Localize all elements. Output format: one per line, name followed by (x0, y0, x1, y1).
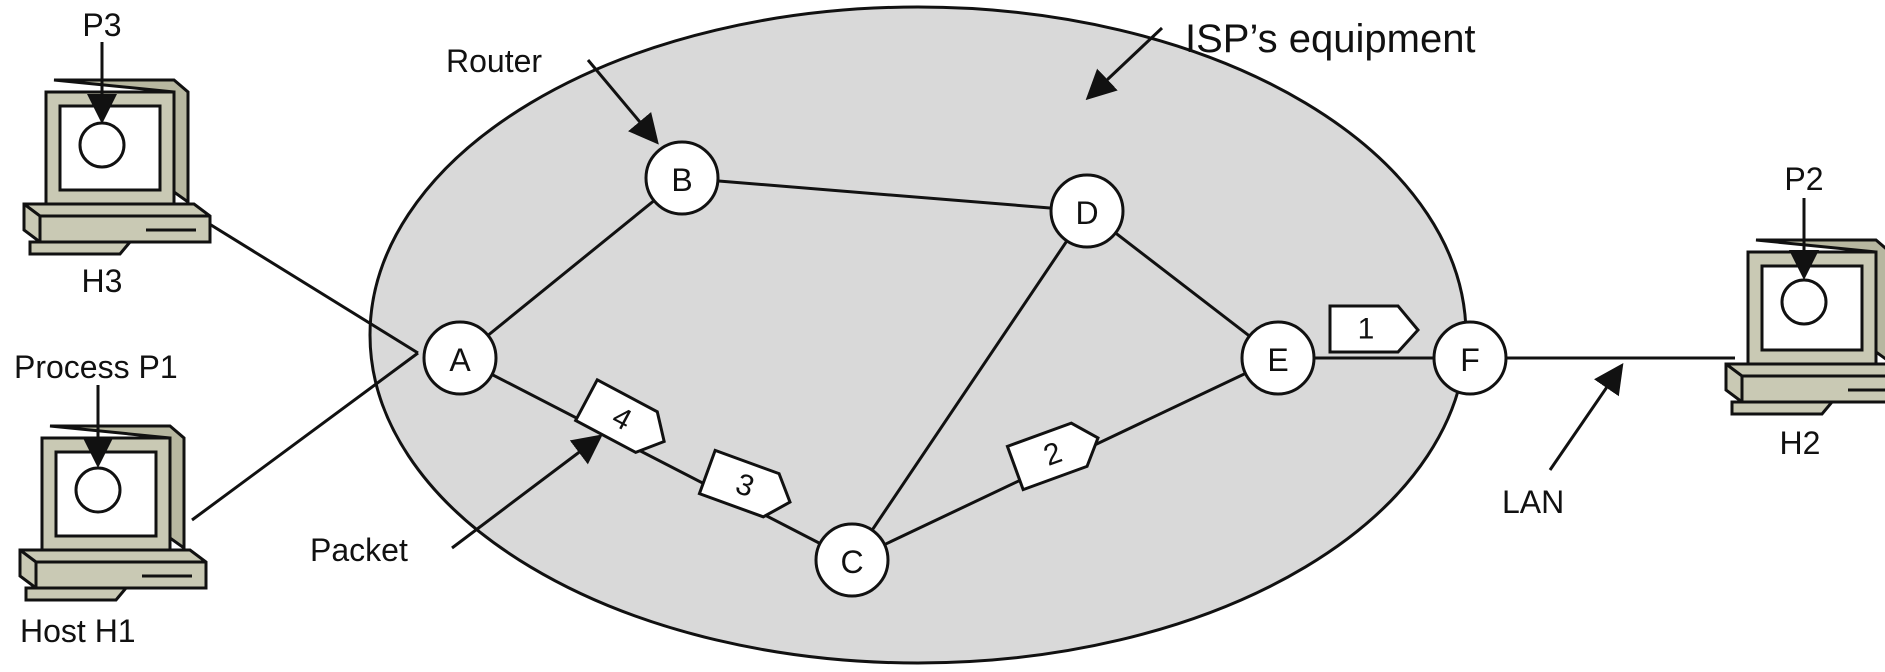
lan-callout-arrow (1548, 363, 1624, 471)
packet-label: Packet (310, 532, 408, 568)
lan-label: LAN (1502, 484, 1564, 520)
process-p2-label: P2 (1784, 161, 1823, 197)
link-h1-a (191, 351, 419, 522)
node-label-b: B (671, 162, 692, 198)
router-node-a[interactable]: A (422, 320, 498, 396)
link-d-e (1086, 209, 1279, 360)
node-label-f: F (1460, 342, 1480, 378)
node-label-c: C (840, 544, 863, 580)
host-h2[interactable]: P2 H2 (1724, 161, 1885, 461)
host-h1-label: Host H1 (20, 613, 136, 649)
router-node-b[interactable]: B (644, 140, 720, 216)
isp-equipment-label: ISP’s equipment (1185, 17, 1476, 61)
host-h1[interactable]: Process P1 Host H1 (14, 349, 208, 649)
process-p1-icon (74, 466, 122, 514)
link-c-d (850, 210, 1089, 561)
host-h2-label: H2 (1780, 425, 1821, 461)
packet-3[interactable]: 3 (697, 448, 797, 523)
router-node-c[interactable]: C (814, 522, 890, 598)
packet-label-1: 1 (1358, 313, 1375, 346)
desktop-computer-icon (22, 78, 212, 256)
host-h3[interactable]: P3 H3 (22, 7, 212, 299)
process-p3-label: P3 (82, 7, 121, 43)
process-p1-label: Process P1 (14, 349, 178, 385)
link-h3-a (189, 210, 419, 355)
link-b-d (681, 176, 1088, 213)
node-label-d: D (1075, 195, 1098, 231)
packet-callout-arrow (451, 434, 603, 550)
router-label: Router (446, 43, 542, 79)
process-p3-icon (78, 121, 126, 169)
isp-callout-arrow (1085, 26, 1164, 101)
link-a-b (459, 176, 683, 360)
node-label-a: A (449, 342, 471, 378)
host-h3-label: H3 (82, 263, 123, 299)
node-label-e: E (1267, 342, 1288, 378)
link-a-c (459, 356, 853, 562)
packet-2[interactable]: 2 (1005, 416, 1105, 492)
desktop-computer-icon (18, 424, 208, 602)
router-node-d[interactable]: D (1049, 173, 1125, 249)
packet-1[interactable]: 1 (1328, 304, 1420, 354)
process-p2-icon (1780, 278, 1828, 326)
router-node-f[interactable]: F (1432, 320, 1508, 396)
router-node-e[interactable]: E (1240, 320, 1316, 396)
packet-4[interactable]: 4 (573, 377, 675, 462)
router-callout-arrow (586, 59, 659, 145)
